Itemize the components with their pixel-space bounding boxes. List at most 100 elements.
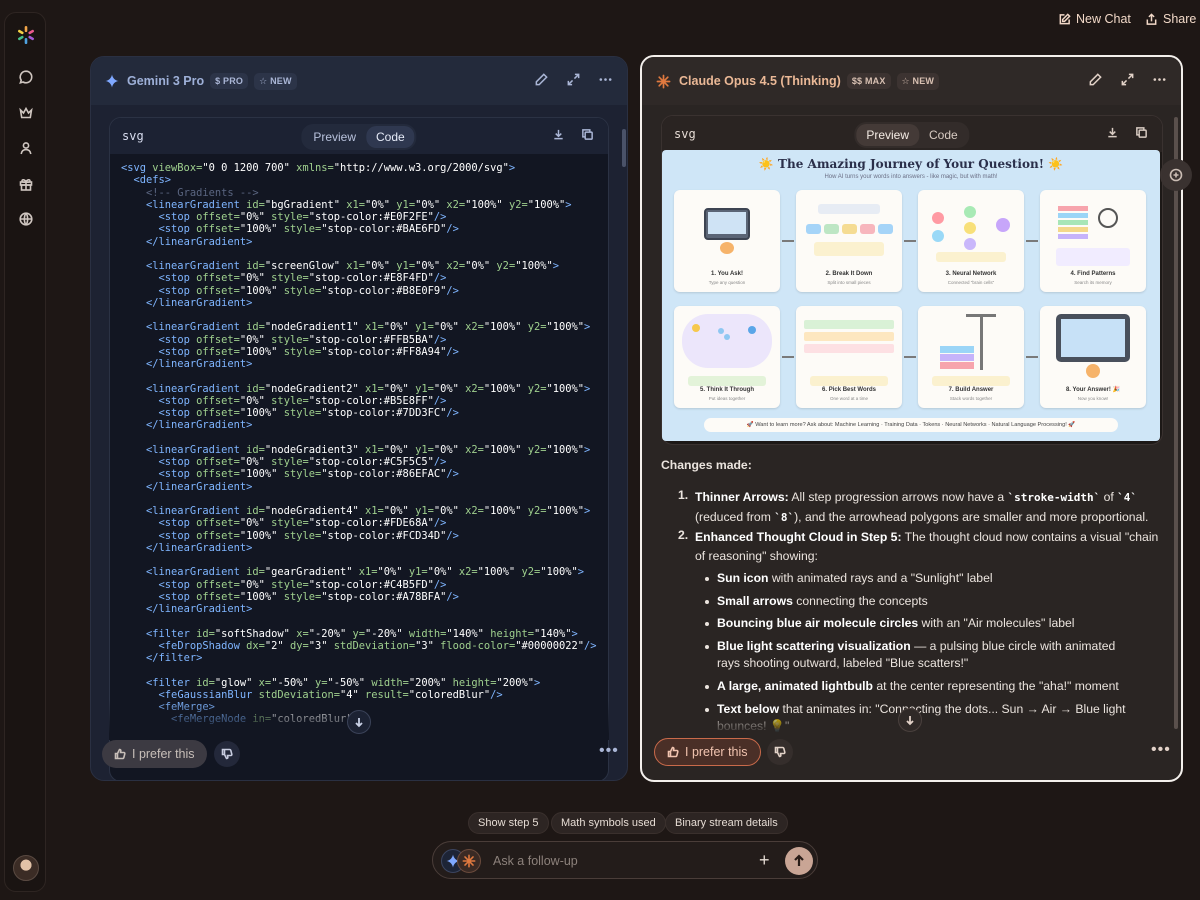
bullet-dot — [705, 645, 709, 649]
thumbs-down-button-claude[interactable] — [767, 739, 793, 765]
step-sub: Type any question — [708, 280, 746, 285]
code-line: <stop offset="100%" style="stop-color:#B… — [158, 284, 459, 297]
thumbs-up-icon — [667, 746, 679, 758]
code-line — [121, 493, 611, 505]
code-line: <filter id="softShadow" x="-20%" y="-20%… — [146, 627, 578, 640]
prefer-button-gemini[interactable]: I prefer this — [102, 740, 207, 768]
code-line — [121, 664, 611, 676]
user-avatar[interactable] — [13, 855, 39, 881]
code-line — [121, 615, 611, 627]
more-icon[interactable] — [597, 71, 613, 87]
step-label: 4. Find Patterns — [1070, 271, 1116, 277]
step-label: 7. Build Answer — [948, 387, 994, 393]
code-scrollbar[interactable] — [622, 129, 626, 167]
step-arrow — [782, 356, 794, 358]
claude-model-icon[interactable] — [457, 849, 481, 873]
step-tile: 2. Break It Down Split into small pieces — [796, 190, 902, 292]
step-arrow — [904, 356, 916, 358]
code-line: <linearGradient id="nodeGradient3" x1="0… — [146, 443, 591, 456]
more-options-gemini[interactable]: ••• — [599, 742, 619, 759]
code-line: <defs> — [133, 174, 172, 187]
step-sub: Put ideas together — [708, 396, 746, 401]
gift-icon[interactable] — [16, 174, 36, 194]
item-text: (reduced from — [695, 509, 775, 524]
prefer-label: I prefer this — [132, 747, 195, 761]
code-line: </filter> — [146, 652, 203, 664]
chat-icon[interactable] — [16, 67, 36, 87]
expand-icon[interactable] — [565, 71, 581, 87]
arrow-up-icon — [794, 854, 804, 866]
code-line: <stop offset="0%" style="stop-color:#E8F… — [158, 272, 447, 285]
copy-icon[interactable] — [581, 128, 594, 144]
edit-icon[interactable] — [1087, 71, 1103, 87]
scroll-down-button[interactable] — [347, 710, 371, 734]
expand-icon[interactable] — [1119, 71, 1135, 87]
step-sub: One word at a time — [829, 396, 869, 401]
code-line: <stop offset="0%" style="stop-color:#FDE… — [158, 517, 447, 530]
thumbs-down-button-gemini[interactable] — [214, 741, 240, 767]
tab-code[interactable]: Code — [366, 126, 415, 148]
claude-asterisk-icon — [656, 74, 671, 88]
download-icon[interactable] — [1106, 126, 1119, 142]
bullet-item: Bouncing blue air molecule circles with … — [717, 615, 1137, 632]
new-chat-button[interactable]: New Chat — [1058, 10, 1131, 28]
app-logo-icon[interactable] — [16, 25, 36, 45]
share-button[interactable]: Share — [1145, 10, 1196, 28]
download-icon[interactable] — [552, 128, 565, 144]
code-line: <stop offset="100%" style="stop-color:#F… — [158, 345, 459, 358]
code-line: <linearGradient id="nodeGradient4" x1="0… — [146, 505, 591, 517]
response-scrollbar[interactable] — [1174, 117, 1178, 729]
code-line: </linearGradient> — [146, 480, 253, 493]
inline-code: `stroke-width` — [1007, 491, 1101, 504]
view-toggle: Preview Code — [854, 122, 970, 148]
code-line — [121, 309, 611, 321]
more-options-claude[interactable]: ••• — [1151, 741, 1171, 758]
preview-card-header: svg Preview Code — [662, 116, 1162, 152]
person-icon[interactable] — [16, 138, 36, 158]
follow-up-input[interactable] — [493, 851, 733, 871]
bullet-text: with animated rays and a "Sunlight" labe… — [768, 571, 993, 585]
prefer-label: I prefer this — [685, 745, 748, 759]
bullet-dot — [705, 622, 709, 626]
more-icon[interactable] — [1151, 71, 1167, 87]
edit-icon[interactable] — [533, 71, 549, 87]
add-attachment-button[interactable]: + — [759, 850, 770, 870]
step-tile: 6. Pick Best Words One word at a time — [796, 306, 902, 408]
code-line: <feGaussianBlur stdDeviation="4" result=… — [158, 688, 503, 701]
suggestion-chip[interactable]: Show step 5 — [468, 812, 549, 834]
step-arrow — [1026, 356, 1038, 358]
add-panel-button[interactable] — [1160, 159, 1192, 191]
inline-code: `4` — [1117, 491, 1138, 504]
globe-icon[interactable] — [16, 209, 36, 229]
bullet-bold: Blue light scattering visualization — [717, 639, 911, 653]
bullet-item: Blue light scattering visualization — a … — [717, 638, 1137, 672]
code-line: <filter id="glow" x="-50%" y="-50%" widt… — [146, 676, 541, 689]
infographic-preview: ☀️ The Amazing Journey of Your Question!… — [662, 150, 1160, 441]
thumbs-down-icon — [221, 748, 233, 760]
preview-subtitle: How AI turns your words into answers - l… — [824, 174, 998, 180]
list-number: 2. — [678, 528, 689, 542]
suggestion-chip[interactable]: Math symbols used — [551, 812, 666, 834]
scroll-down-button[interactable] — [898, 708, 922, 732]
item-bold: Enhanced Thought Cloud in Step 5: — [695, 530, 902, 544]
code-line: <stop offset="0%" style="stop-color:#C5F… — [158, 456, 447, 468]
code-line: <feDropShadow dx="2" dy="3" stdDeviation… — [158, 639, 597, 652]
tier-badge: $ PRO — [210, 73, 249, 89]
code-line: <!-- Gradients --> — [146, 186, 259, 199]
suggestion-chip[interactable]: Binary stream details — [665, 812, 788, 834]
copy-icon[interactable] — [1135, 126, 1148, 142]
step-label: 3. Neural Network — [945, 271, 997, 277]
code-line: <svg viewBox="0 0 1200 700" xmlns="http:… — [121, 162, 516, 174]
crown-icon[interactable] — [16, 103, 36, 123]
step-sub: Stack words together — [949, 396, 993, 401]
prefer-button-claude[interactable]: I prefer this — [654, 738, 761, 766]
step-label: 6. Pick Best Words — [822, 387, 876, 393]
step-tile: 1. You Ask! Type any question — [674, 190, 780, 292]
bullet-text: with an "Air molecules" label — [918, 616, 1075, 630]
send-button[interactable] — [785, 847, 813, 875]
tab-preview[interactable]: Preview — [313, 130, 356, 144]
new-chat-label: New Chat — [1076, 12, 1131, 26]
tab-code[interactable]: Code — [929, 128, 958, 142]
tab-preview[interactable]: Preview — [856, 124, 919, 146]
panel-header: Gemini 3 Pro $ PRO ☆ NEW — [91, 57, 627, 105]
